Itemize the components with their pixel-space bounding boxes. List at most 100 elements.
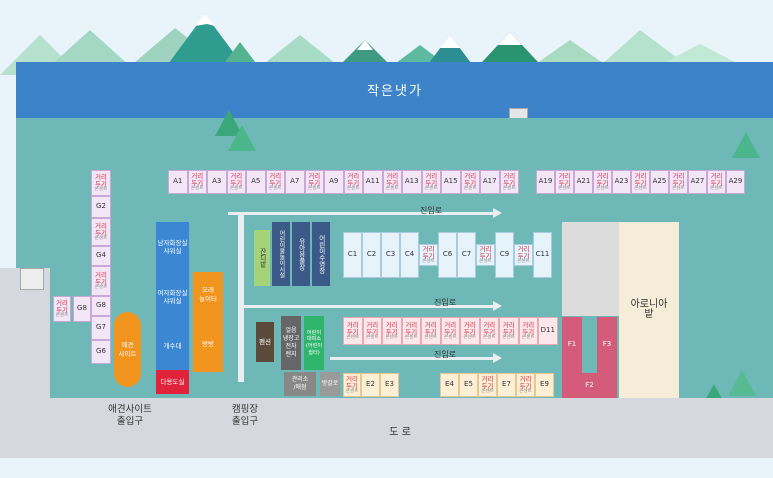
site-A19[interactable]: A19 (536, 170, 555, 194)
site-A3[interactable]: A3 (207, 170, 227, 194)
outlet-note: 콘센트 (94, 186, 108, 192)
site-E3[interactable]: E3 (380, 373, 399, 397)
site-E4[interactable]: E4 (440, 373, 459, 397)
distance-gap-label: 거리 두기 (346, 374, 358, 390)
distance-gap-label: 거리 두기 (308, 171, 321, 187)
distance-gap-label: 거리 두기 (366, 320, 379, 336)
site-C6[interactable]: C6 (438, 232, 457, 278)
site-G4[interactable]: G4 (91, 246, 111, 266)
distance-gap-label: 거리 두기 (346, 320, 359, 336)
site-G8[interactable]: G8 (73, 296, 91, 322)
site-G7[interactable]: G7 (91, 316, 111, 340)
management-room: 다용도실 (156, 370, 189, 394)
site-C9[interactable]: C9 (495, 232, 514, 278)
site-C7[interactable]: C7 (457, 232, 476, 278)
site-F1[interactable]: F1 (562, 317, 582, 373)
site-A13[interactable]: A13 (402, 170, 422, 194)
site-F3[interactable]: F3 (597, 317, 617, 373)
site-label: E5 (464, 380, 473, 389)
site-C11[interactable]: C11 (533, 232, 552, 278)
site-E9[interactable]: E9 (535, 373, 554, 397)
site-C2[interactable]: C2 (362, 232, 381, 278)
site-D11[interactable]: D11 (538, 317, 558, 345)
site-A17[interactable]: A17 (480, 170, 500, 194)
site-A23[interactable]: A23 (612, 170, 631, 194)
site-C3[interactable]: C3 (381, 232, 400, 278)
site-label: A1 (173, 177, 183, 186)
outlet-note: 콘센트 (385, 334, 399, 340)
site-E2[interactable]: E2 (361, 373, 380, 397)
site-A5[interactable]: A5 (246, 170, 266, 194)
site-E7[interactable]: E7 (497, 373, 516, 397)
site-label: E3 (385, 380, 394, 389)
site-G6[interactable]: G6 (91, 340, 111, 364)
site-A9[interactable]: A9 (324, 170, 344, 194)
site-A11[interactable]: A11 (363, 170, 383, 194)
site-A21[interactable]: A21 (574, 170, 593, 194)
main-road (0, 398, 773, 458)
outlet-note: 콘센트 (521, 334, 535, 340)
site-E5[interactable]: E5 (459, 373, 478, 397)
site-A1[interactable]: A1 (168, 170, 188, 194)
site-A29[interactable]: A29 (726, 170, 745, 194)
gate (20, 268, 44, 290)
outlet-note: 콘센트 (710, 185, 723, 191)
outlet-note: 콘센트 (385, 185, 399, 191)
site-G2[interactable]: G2 (91, 196, 111, 218)
distance-gap-label: 거리 두기 (481, 374, 494, 390)
site-G8[interactable]: G8 (91, 296, 111, 316)
bungalow: 방갈로 (320, 372, 340, 396)
distance-gap-label: 거리 두기 (95, 172, 107, 188)
site-A7[interactable]: A7 (285, 170, 305, 194)
site-A15[interactable]: A15 (441, 170, 461, 194)
site-A25[interactable]: A25 (650, 170, 669, 194)
distance-gap-label: 거리 두기 (385, 320, 398, 336)
site-C4[interactable]: C4 (400, 232, 419, 278)
distance-gap-label: 거리 두기 (422, 244, 435, 260)
outlet-note: 콘센트 (404, 334, 418, 340)
ice-storage: 얼음 냉장고 전자 렌지 (281, 316, 301, 370)
distance-gap-label: 거리 두기 (463, 320, 476, 336)
site-label: A11 (365, 177, 380, 186)
site-F2[interactable]: F2 (562, 373, 617, 398)
site-C1[interactable]: C1 (343, 232, 362, 278)
site-A27[interactable]: A27 (688, 170, 707, 194)
site-label: A17 (482, 177, 497, 186)
site-label: E4 (445, 380, 454, 389)
entry-road-arrow (244, 301, 502, 311)
